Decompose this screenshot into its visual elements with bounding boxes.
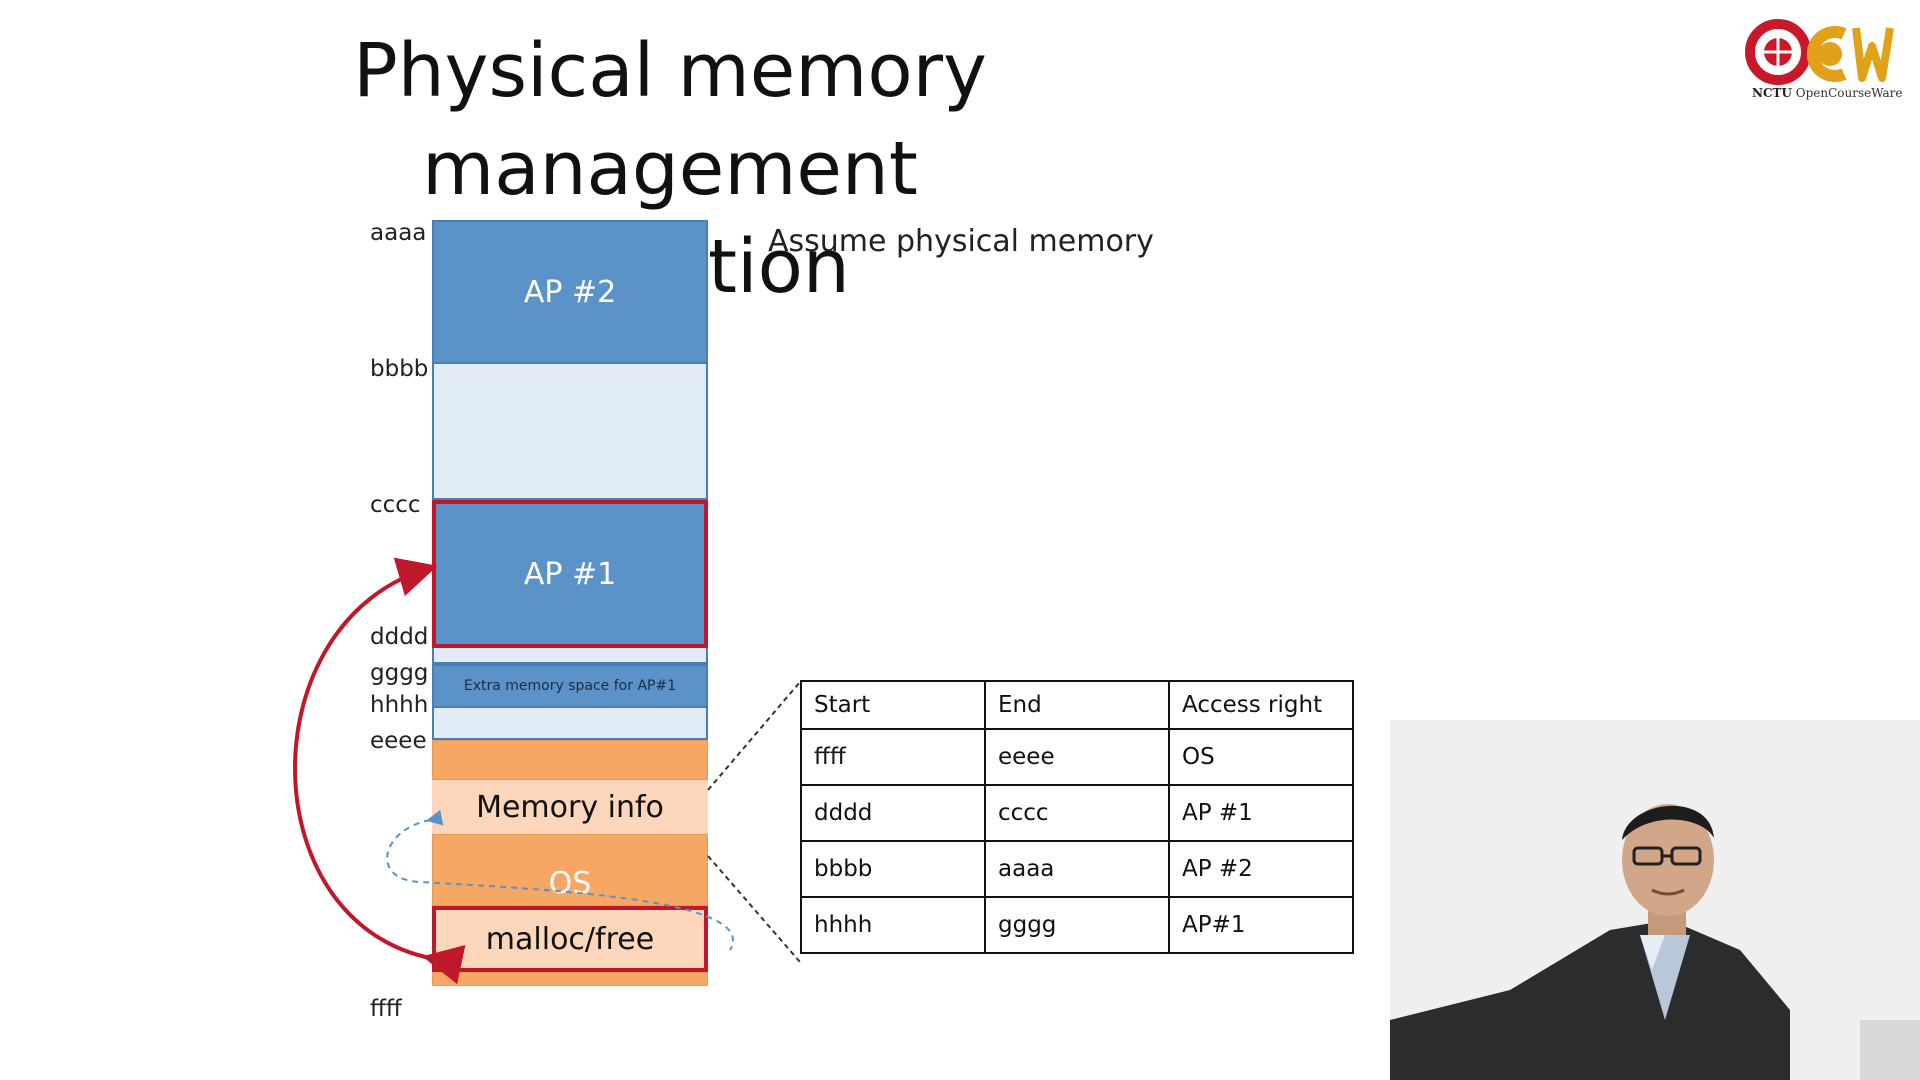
address-aaaa: aaaa [370,220,427,246]
memory-info-table: Start End Access right ffff eeee OS dddd… [800,680,1354,954]
cell-start: hhhh [800,896,986,954]
lecturer-video [1390,720,1920,1080]
cell-end: aaaa [984,840,1170,898]
logo-name: OpenCourseWare [1795,86,1903,100]
block-free-1 [432,364,708,500]
block-memory-info-label: Memory info [476,789,664,825]
address-bbbb: bbbb [370,356,429,382]
block-os-label: OS [548,866,592,901]
cell-start: ffff [800,728,986,786]
cell-end: cccc [984,784,1170,842]
cell-access: OS [1168,728,1354,786]
memory-stack: AP #2 AP #1 Extra memory space for AP#1 … [432,220,708,1010]
block-extra-ap1: Extra memory space for AP#1 [432,664,708,708]
block-free-3 [432,708,708,740]
block-ap1-label: AP #1 [523,556,617,592]
memory-info-link [386,809,734,951]
block-extra-label: Extra memory space for AP#1 [463,678,677,694]
address-ffff: ffff [370,996,402,1022]
cell-access: AP#1 [1168,896,1354,954]
allocation-arrow [293,557,466,985]
cell-end: eeee [984,728,1170,786]
cell-start: bbbb [800,840,986,898]
table-header-row: Start End Access right [800,680,1354,730]
title-line-1: Physical memory management [353,28,987,212]
address-cccc: cccc [370,492,421,518]
header-start: Start [800,680,986,730]
block-os: OS [432,834,708,906]
table-row: bbbb aaaa AP #2 [800,840,1354,898]
logo-institution: NCTU [1752,86,1792,100]
ocw-logo [1745,19,1894,85]
block-malloc: malloc/free [432,906,708,972]
block-malloc-label: malloc/free [485,921,655,957]
cell-end: gggg [984,896,1170,954]
cell-start: dddd [800,784,986,842]
block-ap2: AP #2 [432,220,708,364]
table-row: hhhh gggg AP#1 [800,896,1354,954]
table-zoom-line-top [707,681,801,791]
slide-title: Physical memory management allocation [100,22,1240,316]
block-ap1: AP #1 [432,500,708,648]
table-row: dddd cccc AP #1 [800,784,1354,842]
lecturer-image [1390,720,1920,1080]
block-memory-info: Memory info [432,780,708,834]
header-access-right: Access right [1168,680,1354,730]
table-zoom-line-bottom [707,855,801,963]
assumption-note: Assume physical memory [768,224,1154,259]
header-end: End [984,680,1170,730]
block-ap2-label: AP #2 [523,274,617,310]
cell-access: AP #2 [1168,840,1354,898]
table-row: ffff eeee OS [800,728,1354,786]
logo-caption: NCTU OpenCourseWare [1752,86,1903,100]
cell-access: AP #1 [1168,784,1354,842]
